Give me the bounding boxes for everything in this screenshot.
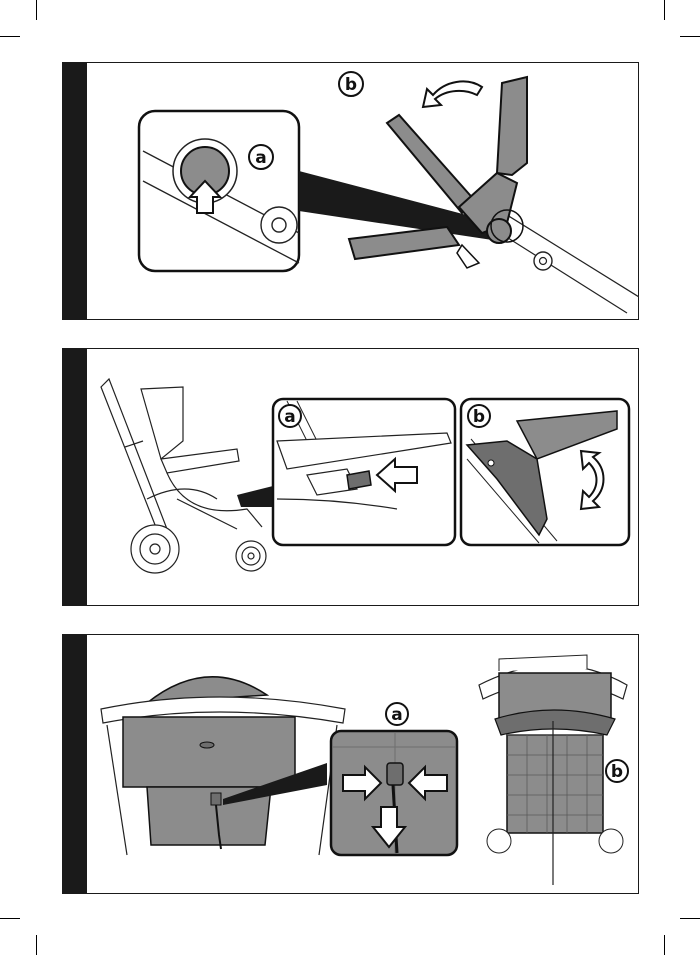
panel-side-bar bbox=[63, 349, 87, 605]
instruction-panel-3: a b bbox=[62, 634, 639, 894]
zoom-leader bbox=[237, 485, 277, 507]
panel-side-bar bbox=[63, 635, 87, 893]
handlebar-fold-illustration: a b bbox=[87, 63, 639, 319]
callout-a-label: a bbox=[391, 705, 402, 725]
crop-mark bbox=[0, 36, 20, 37]
instruction-panel-1: a b bbox=[62, 62, 639, 320]
callout-a-label: a bbox=[255, 148, 266, 168]
callout-b-label: b bbox=[611, 762, 623, 782]
stroller-with-cover bbox=[479, 655, 627, 885]
crop-mark bbox=[664, 935, 665, 955]
callout-b-label: b bbox=[345, 75, 357, 95]
crop-mark bbox=[0, 918, 20, 919]
seat-recline-illustration: a b bbox=[87, 349, 639, 605]
panel-side-bar bbox=[63, 63, 87, 319]
crop-mark bbox=[680, 918, 700, 919]
crop-mark bbox=[664, 0, 665, 20]
stroller-side-view bbox=[101, 379, 266, 573]
instruction-panel-2: a b bbox=[62, 348, 639, 606]
rotate-arrow-icon bbox=[423, 81, 482, 107]
crop-mark bbox=[36, 935, 37, 955]
zoom-inset-a bbox=[331, 731, 457, 855]
callout-b-label: b bbox=[473, 407, 485, 427]
callout-a-label: a bbox=[284, 407, 295, 427]
stroller-rear-view bbox=[101, 677, 345, 855]
zoom-inset-a bbox=[139, 111, 299, 271]
canopy-cover-illustration: a b bbox=[87, 635, 639, 893]
crop-mark bbox=[36, 0, 37, 20]
crop-mark bbox=[680, 36, 700, 37]
